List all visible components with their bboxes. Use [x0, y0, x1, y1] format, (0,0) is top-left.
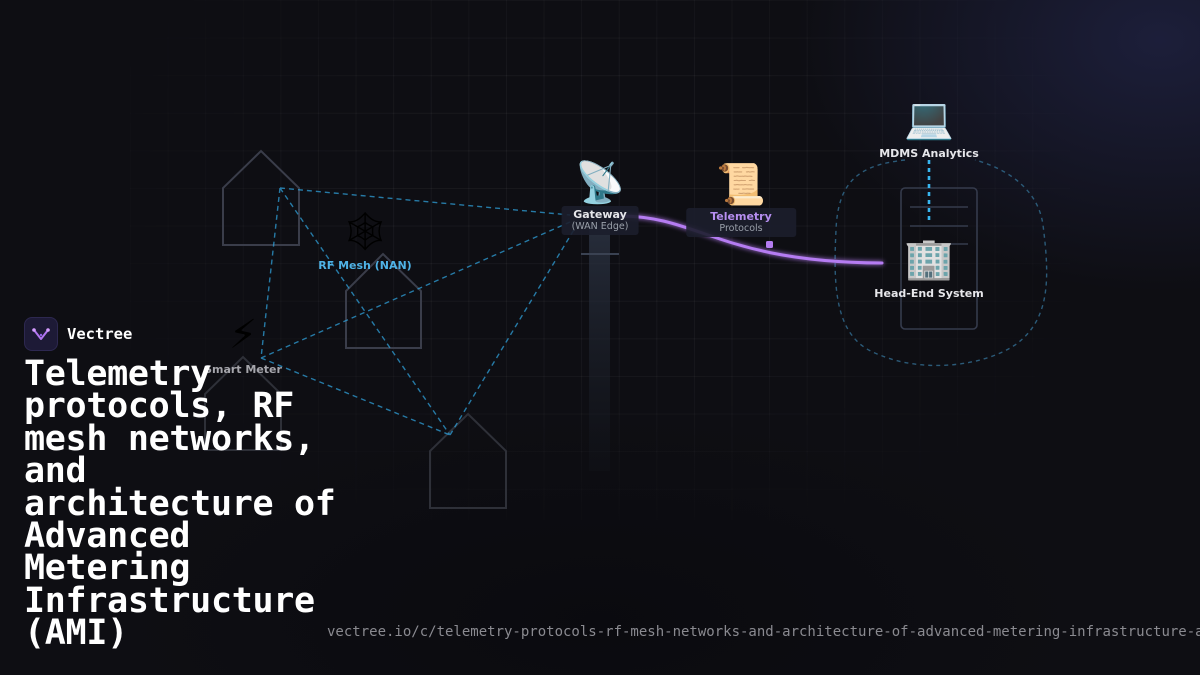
house-outline: [222, 149, 300, 246]
head-end-cloud-boundary: [834, 159, 1048, 367]
brand-name: Vectree: [67, 325, 133, 343]
telemetry-label-pill: Telemetry Protocols: [686, 208, 796, 237]
laptop-icon: 💻: [904, 96, 954, 142]
server-rack: [900, 187, 978, 330]
gateway-sublabel: (WAN Edge): [571, 221, 629, 232]
spider-web-icon: 🕸: [340, 209, 390, 253]
telemetry-packet: [766, 241, 773, 248]
mdms-label: MDMS Analytics: [879, 147, 979, 160]
smart-meter-label: Smart Meter: [204, 363, 282, 376]
house-outline: [429, 412, 507, 509]
rf-mesh-links: [260, 187, 576, 436]
node-telemetry: 📜 Telemetry Protocols: [686, 162, 796, 237]
gateway-label-pill: Gateway (WAN Edge): [561, 206, 639, 235]
node-head-end: 🏢 Head-End System: [874, 236, 983, 301]
telemetry-backhaul-line: [618, 214, 884, 265]
telemetry-sublabel: Protocols: [719, 223, 763, 234]
rf-mesh-label: RF Mesh (NAN): [318, 259, 412, 272]
node-mdms: 💻 MDMS Analytics: [879, 96, 979, 161]
page-title: Telemetry protocols, RF mesh networks, a…: [24, 354, 336, 654]
gateway-label: Gateway: [573, 208, 627, 221]
page-url: vectree.io/c/telemetry-protocols-rf-mesh…: [327, 624, 1200, 640]
office-building-icon: 🏢: [904, 236, 954, 282]
head-end-label: Head-End System: [874, 287, 984, 300]
node-rf-mesh: 🕸 RF Mesh (NAN): [318, 208, 411, 273]
brand: Vectree: [24, 317, 132, 351]
scroll-icon: 📜: [716, 162, 766, 208]
gateway-tower: [589, 225, 610, 471]
node-smart-meter: ⚡ Smart Meter: [204, 312, 282, 377]
vectree-logo-icon: [24, 317, 58, 351]
house-outline: [204, 355, 282, 451]
house-outline: [345, 252, 422, 349]
telemetry-label: Telemetry: [710, 210, 772, 223]
lightning-icon: ⚡: [228, 312, 258, 358]
satellite-dish-icon: 📡: [575, 160, 625, 206]
node-gateway: 📡 Gateway (WAN Edge): [561, 160, 639, 235]
